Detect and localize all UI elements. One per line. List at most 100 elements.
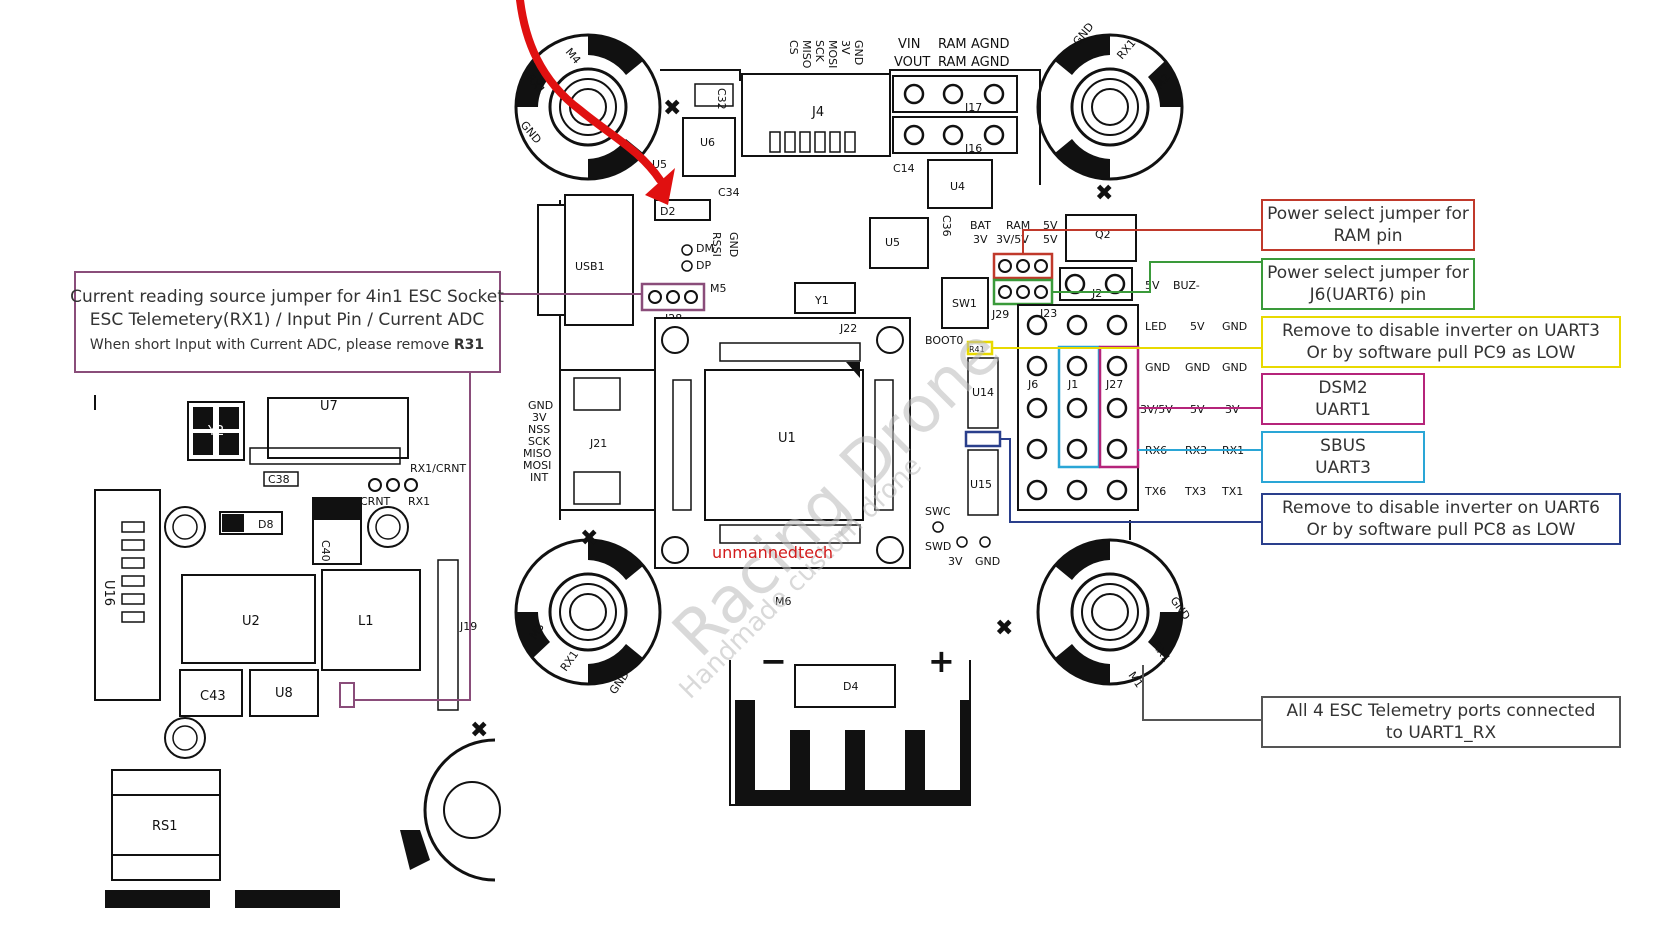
inset-u16-label: U16 xyxy=(101,580,116,606)
inset-j19-label: J19 xyxy=(459,620,477,633)
u14-label: U14 xyxy=(972,386,994,399)
c36-label: C36 xyxy=(940,215,953,237)
row5-0: TX6 xyxy=(1144,485,1166,498)
callout-uart6-line2: J6(UART6) pin xyxy=(1309,285,1427,305)
j4-pin-labels: GND 3V MOSI SCK MISO CS xyxy=(787,40,865,69)
u6-label: U6 xyxy=(700,136,715,149)
red-arrow xyxy=(516,0,664,184)
j21-miso: MISO xyxy=(523,447,552,460)
inset-d8-label: D8 xyxy=(258,518,273,531)
callout-inv6-line2: Or by software pull PC8 as LOW xyxy=(1307,520,1576,540)
row3-2: 3V xyxy=(1225,403,1240,416)
inset-rx1crnt-label: RX1/CRNT xyxy=(410,462,466,475)
j21-pin-labels: GND 3V NSS SCK MISO MOSI INT xyxy=(523,399,553,484)
boot0-label: BOOT0 xyxy=(925,334,963,347)
j4-pin-gnd: GND xyxy=(852,40,865,65)
credit-text: unmannedtech xyxy=(712,543,833,562)
callout-uart6-power: Power select jumper for J6(UART6) pin xyxy=(1052,258,1475,310)
r41-label: R41 xyxy=(969,345,985,354)
m5-label: M5 xyxy=(710,282,727,295)
c14-label: C14 xyxy=(893,162,915,175)
inset-rs1-label: RS1 xyxy=(152,819,178,834)
j4-pin-sck: SCK xyxy=(813,40,826,63)
callout-inv6-line1: Remove to disable inverter on UART6 xyxy=(1282,498,1600,518)
inset-board: U7 Y2 U16 D8 C38 RX1/CRNT CRNT xyxy=(94,395,501,915)
inset-x-mark: ✖ xyxy=(470,718,488,743)
jumper-top-ram: RAM xyxy=(1006,219,1030,232)
jumper-top-bat: BAT xyxy=(970,219,991,232)
jumper-top-5v: 5V xyxy=(1043,219,1058,232)
j4-pin-miso: MISO xyxy=(800,40,813,69)
y1-label: Y1 xyxy=(814,294,829,307)
jumper-labels: BAT RAM 5V 3V 3V/5V 5V xyxy=(970,219,1058,246)
j4-label: J4 xyxy=(811,105,824,120)
row1-2: GND xyxy=(1222,320,1247,333)
j22-label: J22 xyxy=(839,322,857,335)
u15-label: U15 xyxy=(970,478,992,491)
callout-uart6-line1: Power select jumper for xyxy=(1267,263,1469,283)
row2-1: GND xyxy=(1185,361,1210,374)
callout-ram-line2: RAM pin xyxy=(1333,226,1402,246)
u1-label: U1 xyxy=(778,431,796,446)
inset-u7-label: U7 xyxy=(320,399,338,414)
x-mark-tl: ✖ xyxy=(663,96,681,121)
j16-label: J16 xyxy=(964,142,982,155)
callout-telem-line2: to UART1_RX xyxy=(1386,723,1497,743)
swd-labels: SWC SWD 3V GND xyxy=(925,505,1000,568)
callout-telemetry: All 4 ESC Telemetry ports connected to U… xyxy=(1142,665,1621,748)
plus-sign: + xyxy=(928,642,955,680)
row1-0: LED xyxy=(1145,320,1167,333)
callout-current-line2: ESC Telemetery(RX1) / Input Pin / Curren… xyxy=(90,310,484,330)
callout-telem-line1: All 4 ESC Telemetry ports connected xyxy=(1287,701,1596,721)
j21-mosi: MOSI xyxy=(523,459,551,472)
j4-pin-cs: CS xyxy=(787,40,800,55)
j6-label: J6 xyxy=(1027,378,1038,391)
j21-gnd: GND xyxy=(528,399,553,412)
row3-0: 3V/5V xyxy=(1140,403,1173,416)
callout-sbus-line2: UART3 xyxy=(1315,458,1371,478)
callout-dsm2: DSM2 UART1 xyxy=(1138,373,1425,425)
inset-u2-label: U2 xyxy=(242,614,260,629)
callout-current-r31: R31 xyxy=(454,337,484,353)
sw1-label: SW1 xyxy=(952,297,977,310)
x-mark-bl: ✖ xyxy=(580,526,598,551)
inset-rx1-label: RX1 xyxy=(408,495,430,508)
callout-dsm2-line2: UART1 xyxy=(1315,400,1371,420)
j17-bottom-0: VOUT xyxy=(894,55,930,70)
row2-2: GND xyxy=(1222,361,1247,374)
j17-bottom-2: AGND xyxy=(971,55,1009,70)
j21-int: INT xyxy=(530,471,548,484)
j1-label: J1 xyxy=(1067,378,1078,391)
usb-dm: DM xyxy=(696,242,714,255)
c34-label: C34 xyxy=(718,186,740,199)
callout-inverter-uart3: Remove to disable inverter on UART3 Or b… xyxy=(992,316,1621,368)
usb1-label: USB1 xyxy=(575,260,605,273)
motor-pad-m3 xyxy=(514,538,662,686)
header-row-labels: LED 5V GND GND GND GND 3V/5V 5V 3V RX6 R… xyxy=(1140,320,1247,498)
j4-pin-mosi: MOSI xyxy=(826,40,839,68)
red-arrow-head xyxy=(645,168,675,205)
callout-current-line3: When short Input with Current ADC, pleas… xyxy=(90,337,484,353)
callout-ram: Power select jumper for RAM pin xyxy=(1022,199,1475,255)
j17-top-2: AGND xyxy=(971,37,1009,52)
inset-u8-label: U8 xyxy=(275,686,293,701)
j17-labels: VIN RAM AGND VOUT RAM AGND xyxy=(894,37,1009,70)
swd-swc: SWC xyxy=(925,505,951,518)
usb-gnd: GND xyxy=(727,232,740,257)
x-mark-br: ✖ xyxy=(995,616,1013,641)
swd-swd: SWD xyxy=(925,540,951,553)
j23-label: J23 xyxy=(1039,307,1057,320)
inset-c38-label: C38 xyxy=(268,473,290,486)
inset-y2-label: Y2 xyxy=(207,424,224,439)
motor-pad-m2 xyxy=(1036,33,1184,181)
row2-0: GND xyxy=(1145,361,1170,374)
u4-label: U4 xyxy=(950,180,965,193)
j21-label: J21 xyxy=(589,437,607,450)
j17-top-1: RAM xyxy=(938,37,967,52)
j2-buz: BUZ- xyxy=(1173,279,1200,292)
callout-inv3-line2: Or by software pull PC9 as LOW xyxy=(1307,343,1576,363)
x-mark-tr: ✖ xyxy=(1095,181,1113,206)
usb-dp: DP xyxy=(696,259,711,272)
jumper-bottom-3v: 3V xyxy=(973,233,988,246)
